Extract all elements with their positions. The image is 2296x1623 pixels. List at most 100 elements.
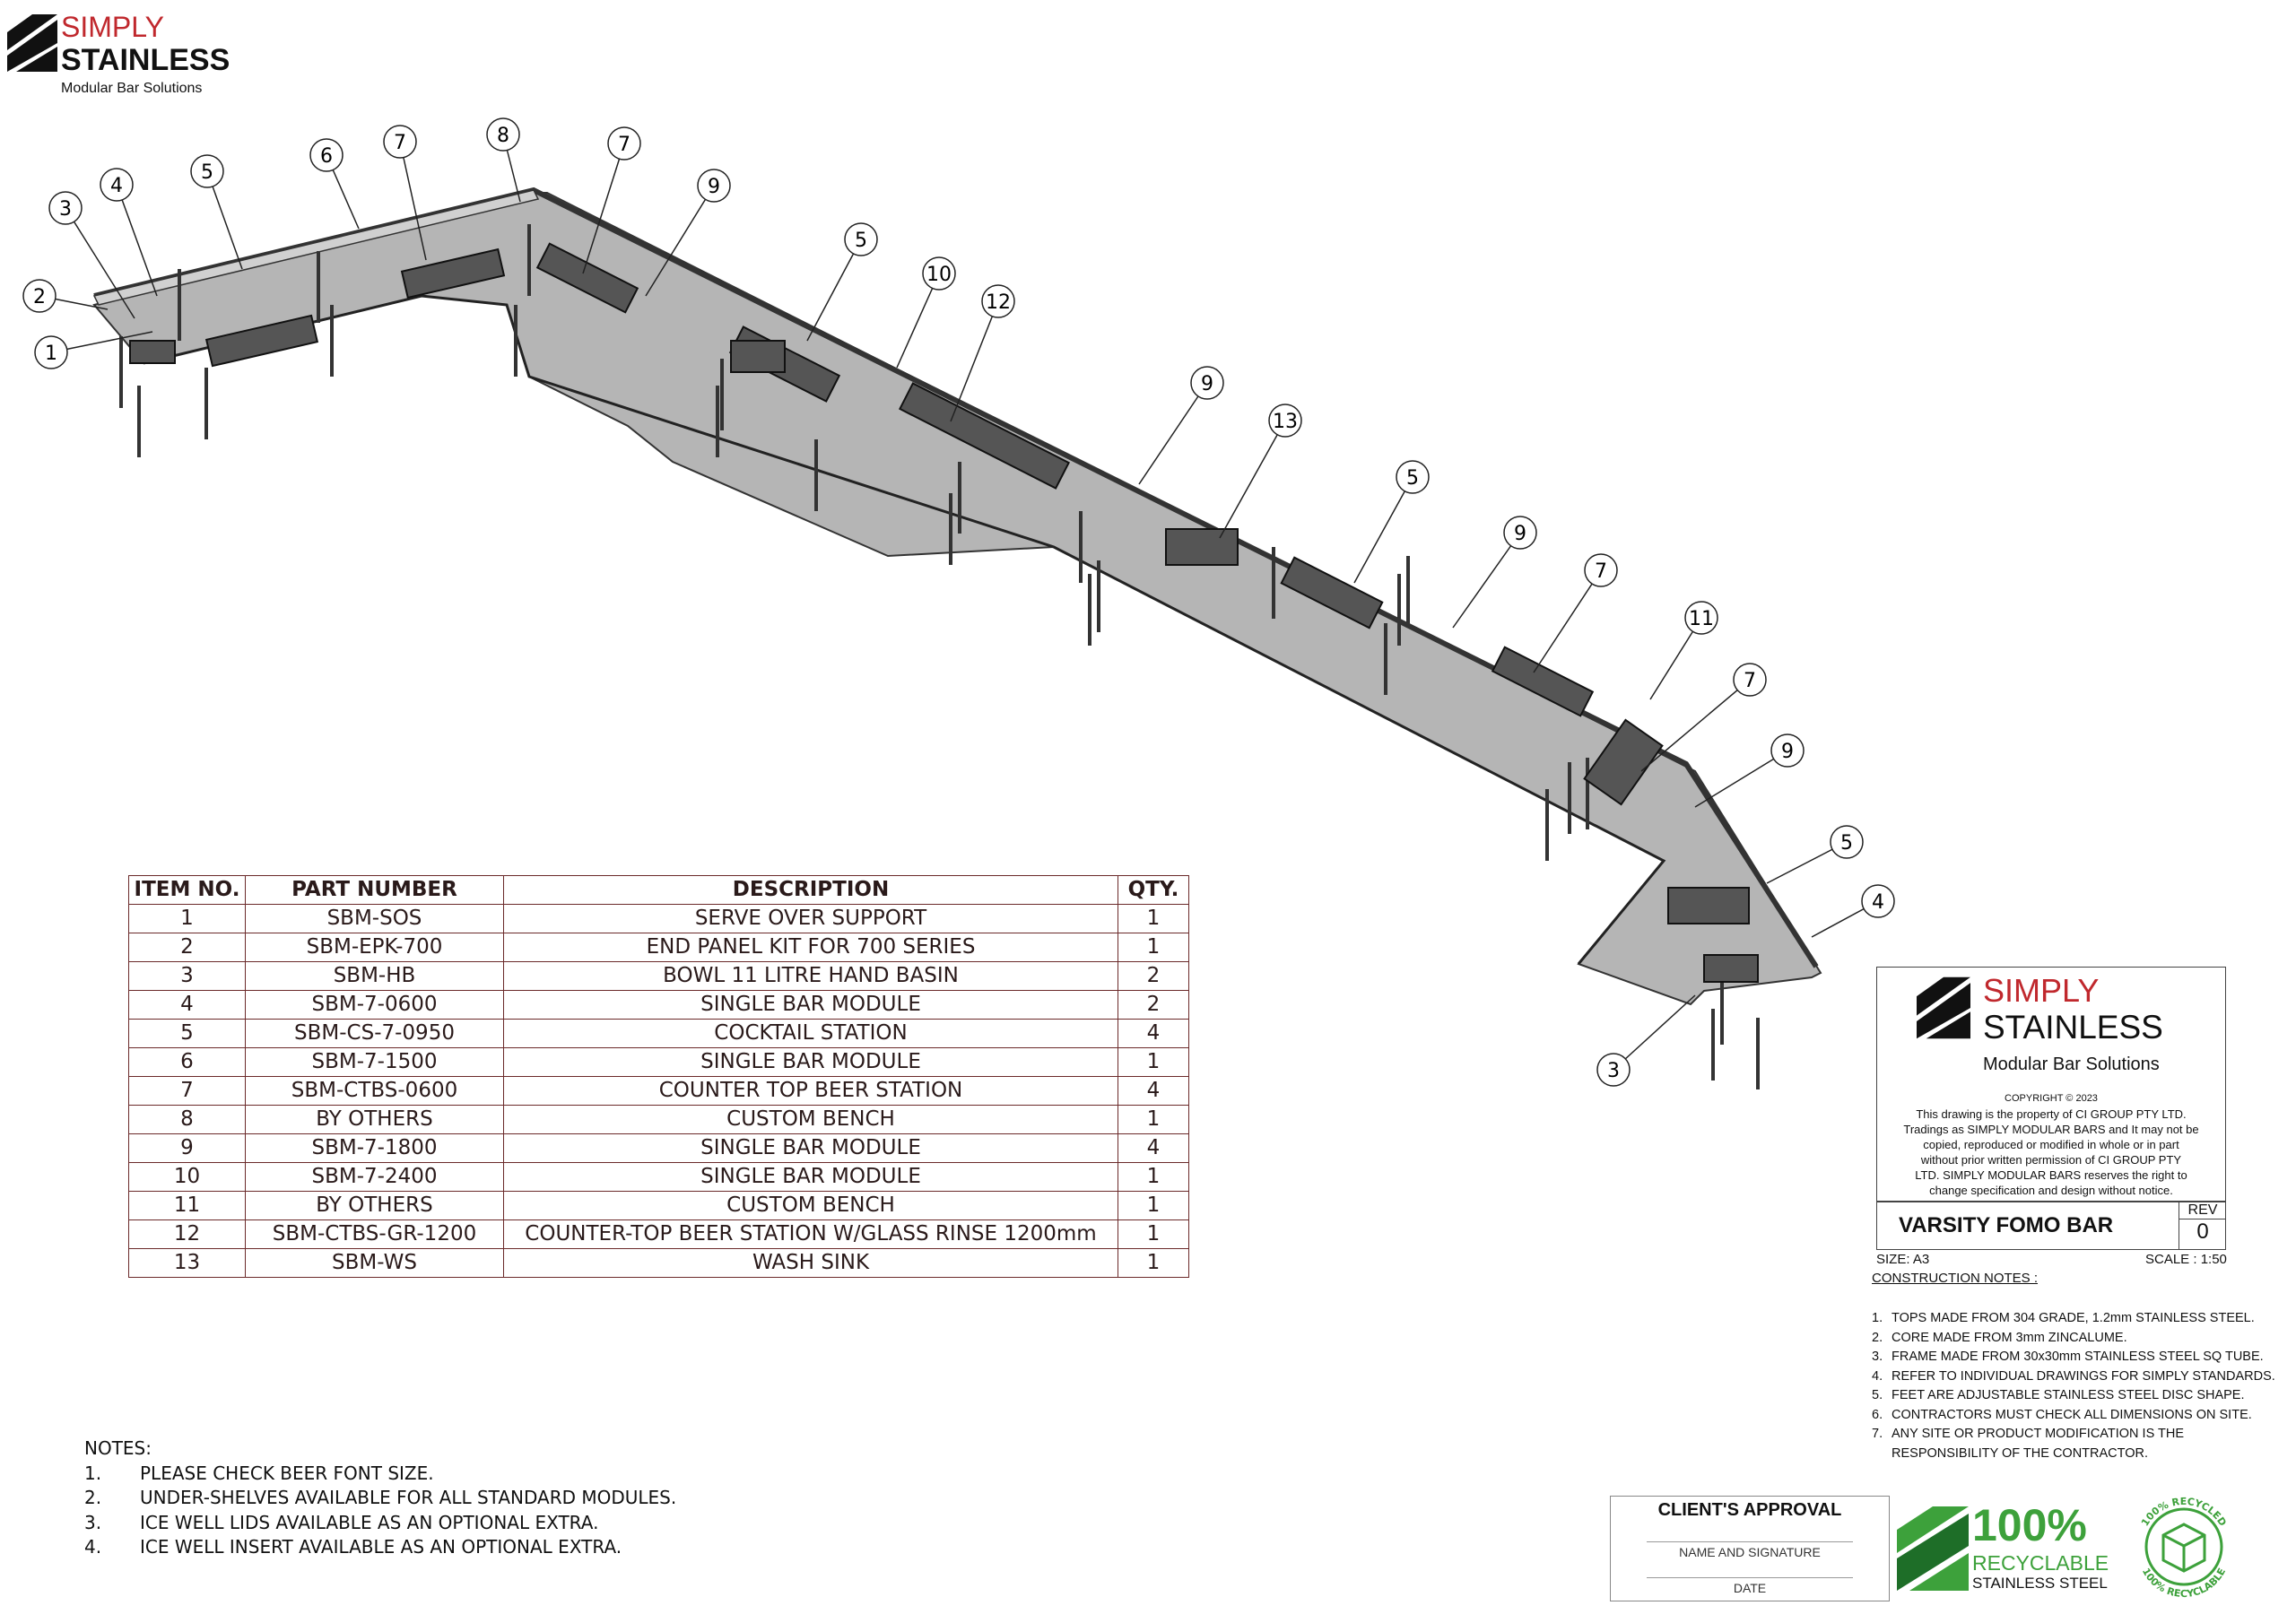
callout-number: 10 xyxy=(926,264,952,286)
callout-number: 2 xyxy=(33,286,46,308)
bar-well xyxy=(1583,718,1664,806)
sheet-size: SIZE: A3 xyxy=(1876,1252,1930,1267)
date-label: DATE xyxy=(1733,1581,1767,1595)
bar-well xyxy=(899,382,1070,490)
copyright-line: copied, reproduced or modified in whole … xyxy=(1923,1138,2179,1151)
note-num: 1. xyxy=(84,1462,102,1484)
callout-number: 5 xyxy=(1840,832,1853,855)
bom-qty: 1 xyxy=(1118,1105,1189,1134)
title-block-brand-line2: STAINLESS xyxy=(1983,1009,2163,1046)
bom-item-no: 9 xyxy=(128,1133,246,1163)
project-title-box: VARSITY FOMO BAR REV 0 xyxy=(1876,1202,2226,1250)
bom-description: BOWL 11 LITRE HAND BASIN xyxy=(503,961,1118,991)
bom-part-number: SBM-HB xyxy=(245,961,504,991)
callout-number: 9 xyxy=(1514,523,1526,545)
bom-part-number: SBM-SOS xyxy=(245,904,504,933)
construction-note: 6.CONTRACTORS MUST CHECK ALL DIMENSIONS … xyxy=(1872,1406,2275,1426)
recyclable-logo-icon xyxy=(1897,1506,1969,1591)
construction-note-num: 5. xyxy=(1872,1388,1883,1402)
signature-label: NAME AND SIGNATURE xyxy=(1679,1545,1821,1559)
bom-item-no: 8 xyxy=(128,1105,246,1134)
bom-qty: 1 xyxy=(1118,933,1189,962)
bom-part-number: SBM-7-2400 xyxy=(245,1162,504,1192)
copyright-line: without prior written permission of CI G… xyxy=(1920,1153,2182,1167)
callout-number: 9 xyxy=(1781,741,1794,763)
bom-qty: 1 xyxy=(1118,1047,1189,1077)
bom-description: COUNTER-TOP BEER STATION W/GLASS RINSE 1… xyxy=(503,1219,1118,1249)
callout-balloon: 7 xyxy=(582,126,641,274)
bom-description: COUNTER TOP BEER STATION xyxy=(503,1076,1118,1106)
construction-note-num: 4. xyxy=(1872,1368,1883,1384)
construction-note: 3.FRAME MADE FROM 30x30mm STAINLESS STEE… xyxy=(1872,1348,2275,1367)
bar-well xyxy=(1667,887,1750,924)
callout-balloon: 9 xyxy=(645,169,731,297)
simply-stainless-logo-icon xyxy=(1917,976,1970,1039)
drawing-scale: SCALE : 1:50 xyxy=(2145,1252,2227,1267)
bom-description: CUSTOM BENCH xyxy=(503,1191,1118,1220)
callout-number: 5 xyxy=(1406,467,1419,490)
recyclable-logo: 100% RECYCLABLE STAINLESS STEEL xyxy=(1897,1500,2112,1597)
callout-balloon: 2 xyxy=(22,279,109,313)
bom-qty: 2 xyxy=(1118,990,1189,1020)
revision-box: REV 0 xyxy=(2179,1202,2226,1249)
bom-header-part: PART NUMBER xyxy=(245,875,504,905)
copyright-year: COPYRIGHT © 2023 xyxy=(2005,1093,2098,1104)
bom-description: SINGLE BAR MODULE xyxy=(503,990,1118,1020)
bom-qty: 4 xyxy=(1118,1133,1189,1163)
callout-balloon: 5 xyxy=(806,222,878,342)
title-block: SIMPLY STAINLESS Modular Bar Solutions C… xyxy=(1876,967,2226,1202)
bom-part-number: BY OTHERS xyxy=(245,1191,504,1220)
callout-number: 1 xyxy=(45,343,57,365)
callout-balloon: 11 xyxy=(1649,601,1718,700)
recyclable-line1: RECYCLABLE xyxy=(1972,1551,2109,1575)
callout-number: 6 xyxy=(320,145,333,168)
bom-description: SINGLE BAR MODULE xyxy=(503,1133,1118,1163)
callout-number: 7 xyxy=(1744,670,1756,692)
bom-item-no: 10 xyxy=(128,1162,246,1192)
callout-balloon: 9 xyxy=(1694,733,1805,808)
note-item: 3.ICE WELL LIDS AVAILABLE AS AN OPTIONAL… xyxy=(84,1511,676,1536)
bom-item-no: 5 xyxy=(128,1019,246,1048)
construction-note-text: RESPONSIBILITY OF THE CONTRACTOR. xyxy=(1892,1445,2149,1461)
bom-item-no: 4 xyxy=(128,990,246,1020)
construction-note-num: 7. xyxy=(1872,1427,1883,1441)
note-text: ICE WELL INSERT AVAILABLE AS AN OPTIONAL… xyxy=(140,1536,622,1558)
bar-well xyxy=(730,340,786,373)
bar-well xyxy=(400,247,506,299)
recyclable-line2: STAINLESS STEEL xyxy=(1972,1575,2108,1592)
bom-description: WASH SINK xyxy=(503,1248,1118,1278)
recyclable-percent: 100% xyxy=(1972,1500,2087,1550)
bar-wells xyxy=(129,242,1759,983)
note-text: PLEASE CHECK BEER FONT SIZE. xyxy=(140,1462,434,1484)
construction-note-text: TOPS MADE FROM 304 GRADE, 1.2mm STAINLES… xyxy=(1892,1311,2255,1325)
callout-balloon: 7 xyxy=(383,125,427,261)
copyright-line: Tradings as SIMPLY MODULAR BARS and It m… xyxy=(1903,1123,2199,1136)
construction-note: 5.FEET ARE ADJUSTABLE STAINLESS STEEL DI… xyxy=(1872,1386,2275,1406)
note-item: 2.UNDER-SHELVES AVAILABLE FOR ALL STANDA… xyxy=(84,1486,676,1511)
date-line xyxy=(1647,1577,1853,1578)
bom-header-item: ITEM NO. xyxy=(128,875,246,905)
revision-label: REV xyxy=(2179,1202,2226,1219)
construction-note: RESPONSIBILITY OF THE CONTRACTOR. xyxy=(1872,1445,2275,1464)
bom-part-number: SBM-7-1500 xyxy=(245,1047,504,1077)
callout-number: 4 xyxy=(110,175,123,197)
construction-notes-title: CONSTRUCTION NOTES : xyxy=(1872,1271,2039,1286)
callout-number: 8 xyxy=(497,125,509,147)
bom-item-no: 13 xyxy=(128,1248,246,1278)
construction-note-num: 1. xyxy=(1872,1311,1883,1325)
bar-well xyxy=(1280,556,1384,629)
bar-well xyxy=(1703,954,1759,983)
callout-number: 7 xyxy=(394,132,406,154)
